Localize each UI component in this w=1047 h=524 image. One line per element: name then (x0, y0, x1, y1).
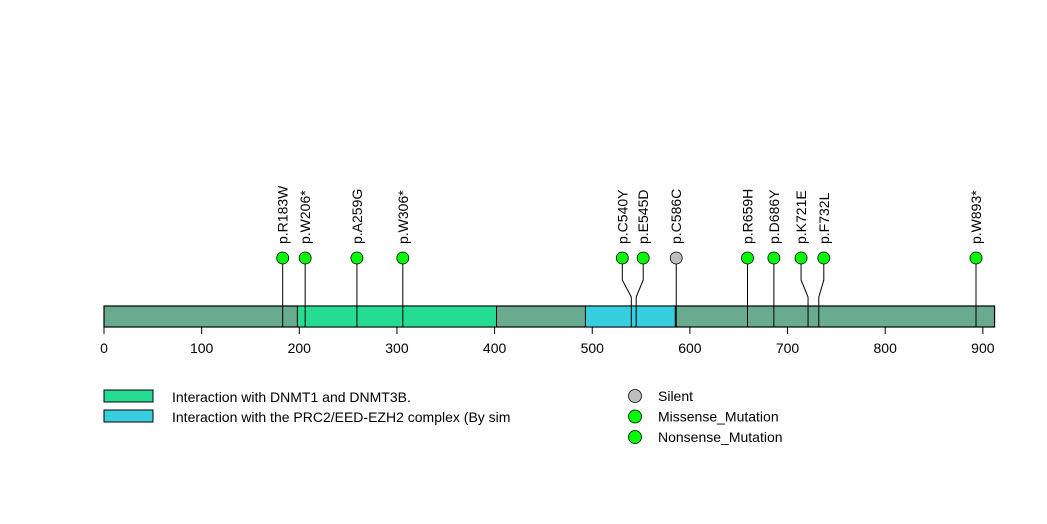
mutation-point (396, 251, 410, 265)
mutation-stem (818, 264, 825, 327)
mutation-label: p.A259G (349, 189, 365, 244)
domain-1 (584, 305, 676, 328)
mutation-point (817, 251, 831, 265)
legend-label: Interaction with DNMT1 and DNMT3B. (172, 389, 411, 405)
mutation-point (615, 251, 629, 265)
x-tick-label: 200 (288, 340, 312, 356)
mutation-label: p.D686Y (766, 189, 782, 244)
x-tick-label: 300 (385, 340, 409, 356)
legend-label: Interaction with the PRC2/EED-EZH2 compl… (172, 409, 510, 425)
legend-marker (628, 389, 642, 403)
mutation-point (741, 251, 754, 265)
mutation-label: p.W893* (968, 190, 984, 244)
protein-backbone (103, 305, 996, 328)
mutation-label: p.F732L (816, 192, 832, 244)
legend-label: Silent (658, 388, 693, 404)
x-tick-label: 700 (776, 340, 800, 356)
x-tick-label: 800 (874, 340, 898, 356)
x-tick-label: 100 (190, 340, 214, 356)
mutation-point (350, 251, 364, 265)
x-tick-label: 900 (971, 340, 995, 356)
mutation-stem (621, 264, 632, 327)
legend-swatch (103, 389, 154, 403)
mutation-label: p.W206* (297, 190, 313, 244)
mutation-point (669, 251, 683, 265)
mutation-label: p.K721E (793, 190, 809, 244)
mutation-label: p.R659H (740, 189, 756, 244)
mutation-label: p.E545D (635, 190, 651, 244)
legend-marker (628, 430, 642, 444)
domain-0 (296, 305, 498, 328)
mutation-point (298, 251, 312, 265)
mutation-label: p.R183W (275, 185, 291, 244)
mutation-point (636, 251, 650, 265)
mutation-point (276, 251, 290, 265)
mutation-point (794, 251, 808, 265)
x-tick-label: 0 (100, 340, 108, 356)
legend-marker (628, 409, 642, 424)
mutation-point (767, 251, 781, 265)
x-tick-label: 600 (678, 340, 702, 356)
legend-label: Nonsense_Mutation (658, 429, 783, 445)
x-tick-label: 500 (581, 340, 605, 356)
x-tick-label: 400 (483, 340, 507, 356)
mutation-stem (635, 264, 644, 327)
mutation-point (969, 251, 983, 265)
mutation-label: p.C540Y (614, 189, 630, 244)
mutation-label: p.W306* (395, 190, 411, 244)
legend-swatch (103, 409, 154, 423)
mutation-label: p.C586C (668, 189, 684, 244)
legend-label: Missense_Mutation (658, 409, 779, 425)
mutation-stem (800, 264, 809, 327)
